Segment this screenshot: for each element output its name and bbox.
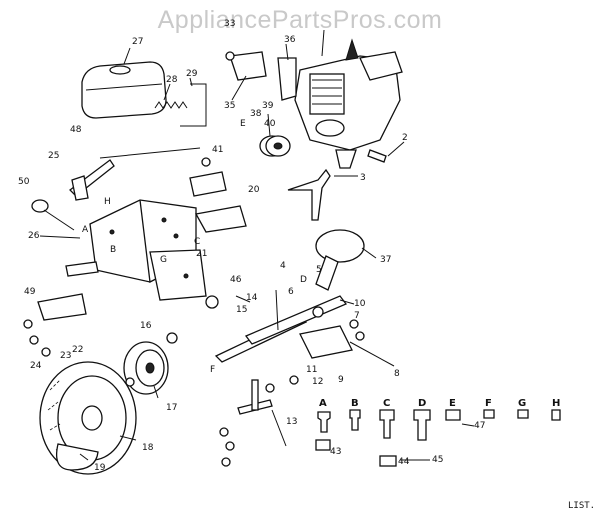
lever-25-upper [71, 175, 89, 201]
callout-49: 49 [24, 287, 36, 297]
main-frame [89, 199, 207, 301]
callout-46: 46 [230, 275, 242, 285]
letter-callout-d: D [300, 275, 307, 285]
callout-15: 15 [236, 305, 247, 315]
fastener-g-label: G [518, 398, 526, 409]
callout-40: 40 [264, 119, 276, 129]
callout-5: 5 [316, 265, 322, 275]
fastener-a-label: A [319, 398, 327, 409]
callout-13: 13 [286, 417, 297, 427]
callout-8: 8 [394, 369, 400, 379]
callout-19: 19 [94, 463, 106, 473]
fastener-h-label: H [552, 398, 560, 409]
fastener-e-label: E [449, 398, 456, 409]
callout-37: 37 [380, 255, 391, 265]
tire-and-wheel [39, 361, 137, 475]
callout-47: 47 [474, 421, 485, 431]
callout-28: 28 [166, 75, 178, 85]
letter-callout-g: G [160, 255, 167, 265]
letter-callout-c: C [194, 237, 200, 247]
fastener-f-label: F [485, 398, 492, 409]
callout-21: 21 [196, 249, 207, 259]
callout-43: 43 [330, 447, 341, 457]
throttle-lever [287, 168, 331, 221]
handle [31, 199, 75, 231]
fuel-tank [81, 61, 167, 119]
bracket-47 [189, 171, 227, 197]
callout-24: 24 [30, 361, 42, 371]
callout-45: 45 [432, 455, 443, 465]
rod-26 [39, 235, 81, 239]
callout-16: 16 [140, 321, 152, 331]
callout-41: 41 [212, 145, 223, 155]
callout-50: 50 [18, 177, 30, 187]
letter-callout-h: H [104, 197, 111, 207]
throttle-bracket [277, 57, 297, 101]
engine-pulley [259, 135, 291, 157]
engine [294, 38, 403, 169]
letter-callout-e: E [240, 119, 246, 129]
callout-23: 23 [60, 351, 71, 361]
letter-callout-f: F [210, 365, 215, 375]
fastener-c-label: C [383, 398, 390, 409]
leader-lines [79, 29, 405, 461]
callout-36: 36 [284, 35, 296, 45]
callout-44: 44 [398, 457, 410, 467]
part-callouts: 2 3 4 5 6 7 8 9 10 11 12 13 14 15 16 17 … [18, 19, 485, 473]
callout-26: 26 [28, 231, 40, 241]
lever-25-lower [65, 261, 99, 277]
letter-callout-a: A [82, 225, 89, 235]
callout-10: 10 [354, 299, 366, 309]
letter-callout-b: B [110, 245, 116, 255]
callout-29: 29 [186, 69, 198, 79]
callout-38: 38 [250, 109, 262, 119]
engine-bolt [367, 149, 387, 163]
callout-20: 20 [248, 185, 260, 195]
callout-11: 11 [306, 365, 317, 375]
fastener-b-label: B [351, 398, 359, 409]
callout-4: 4 [280, 261, 286, 271]
upper-link-rod [99, 147, 201, 159]
axle-shaft [237, 379, 273, 415]
callout-2: 2 [402, 133, 408, 143]
callout-14: 14 [246, 293, 258, 303]
plate-49 [37, 293, 87, 321]
fastener-letters: A B C D E F G H [319, 398, 560, 409]
small-hardware [23, 51, 365, 467]
callout-7: 7 [354, 311, 360, 321]
wheel-pulley [123, 341, 169, 395]
callout-9: 9 [338, 375, 344, 385]
bracket-20 [194, 205, 247, 233]
callout-3: 3 [360, 173, 366, 183]
idler-arm [214, 289, 353, 363]
spring-and-rod [154, 83, 207, 127]
fastener-d-label: D [418, 398, 426, 409]
fastener-legend [315, 409, 561, 467]
belt-guide [315, 229, 365, 291]
assembly-letter-callouts: A B C D E F G H [82, 119, 307, 375]
callout-48: 48 [70, 125, 82, 135]
callout-25: 25 [48, 151, 59, 161]
callout-22: 22 [72, 345, 83, 355]
footer-list-text: LIST. [568, 501, 595, 511]
callout-18: 18 [142, 443, 154, 453]
callout-27: 27 [132, 37, 143, 47]
callout-12: 12 [312, 377, 323, 387]
callout-33: 33 [224, 19, 235, 29]
callout-39: 39 [262, 101, 274, 111]
callout-6: 6 [288, 287, 294, 297]
control-plate [229, 51, 267, 81]
callout-35: 35 [224, 101, 235, 111]
watermark: AppliancePartsPros.com [157, 6, 443, 34]
callout-17: 17 [166, 403, 177, 413]
